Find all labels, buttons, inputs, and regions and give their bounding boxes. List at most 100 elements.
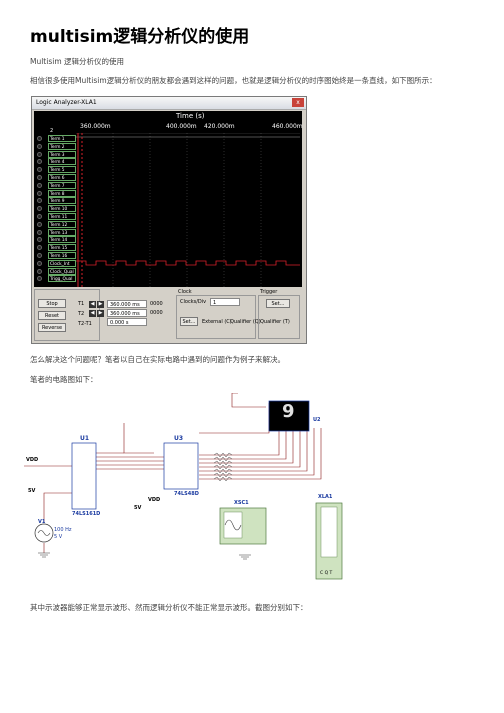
channel-radio[interactable] bbox=[37, 276, 42, 282]
question-paragraph: 怎么解决这个问题呢？笔者以自己在实际电路中遇到的问题作为例子来解决。 bbox=[30, 355, 285, 364]
closing-paragraph: 其中示波器能够正常显示波形、然而逻辑分析仪不能正常显示波形。截图分别如下： bbox=[30, 603, 308, 612]
channel-label: Term 8 bbox=[48, 189, 76, 197]
channel-radio[interactable] bbox=[37, 221, 42, 227]
supply-5v-label: 5V bbox=[134, 505, 142, 511]
channel-label: Term 14 bbox=[48, 236, 76, 244]
t2-code: 0000 bbox=[150, 310, 163, 316]
window-title: Logic Analyzer-XLA1 bbox=[36, 99, 97, 106]
channel-label: Term 12 bbox=[48, 220, 76, 228]
channel-label: Clock_Int bbox=[48, 259, 76, 267]
channel-radio[interactable] bbox=[37, 175, 42, 180]
channel-label: Term 5 bbox=[48, 166, 76, 174]
control-panel: Stop Reset Reverse T1 T2 T2-T1 ◀ ▶ ◀ ▶ 3… bbox=[34, 289, 302, 341]
t1-left-arrow-icon[interactable]: ◀ bbox=[89, 301, 96, 308]
channel-radio[interactable] bbox=[37, 159, 42, 165]
channel-radio[interactable] bbox=[37, 253, 42, 258]
vdd-label: VDD bbox=[26, 457, 39, 463]
page-title: multisim逻辑分析仪的使用 bbox=[30, 27, 250, 47]
external-label: External (C) bbox=[202, 319, 232, 325]
timing-plot bbox=[76, 133, 300, 287]
channel-label: Term 7 bbox=[48, 181, 76, 189]
t2-label: T2 bbox=[78, 311, 85, 317]
trigger-group bbox=[258, 295, 300, 339]
clocks-div-label: Clocks/Div bbox=[180, 299, 207, 305]
u1-part-label: 74LS161D bbox=[72, 511, 101, 517]
circuit-schematic bbox=[24, 392, 343, 580]
t2-value: 360.000 ms bbox=[107, 309, 147, 317]
clock-group-label: Clock bbox=[178, 289, 192, 295]
channel-label: Term 1 bbox=[48, 135, 76, 142]
u3-label: U3 bbox=[174, 435, 184, 442]
channel-label: Trigg_Qual bbox=[48, 275, 76, 283]
subtitle: Multisim 逻辑分析仪的使用 bbox=[30, 57, 125, 66]
channel-radio[interactable] bbox=[37, 143, 42, 149]
v1-amp-label: 5 V bbox=[54, 534, 63, 540]
u1-label: U1 bbox=[80, 435, 90, 442]
channel-label: Term 15 bbox=[48, 244, 76, 252]
clocks-div-input[interactable]: 1 bbox=[210, 298, 240, 306]
t2-left-arrow-icon[interactable]: ◀ bbox=[89, 310, 96, 317]
reset-button[interactable]: Reset bbox=[38, 311, 66, 320]
channel-radio[interactable] bbox=[37, 190, 42, 196]
channel-radio[interactable] bbox=[37, 268, 42, 274]
t1-right-arrow-icon[interactable]: ▶ bbox=[97, 301, 104, 308]
circuit-intro: 笔者的电路图如下： bbox=[30, 375, 98, 384]
t1-value: 360.000 ms bbox=[107, 300, 147, 308]
channel-radio[interactable] bbox=[37, 206, 42, 212]
trigger-set-button[interactable]: Set... bbox=[266, 299, 290, 308]
channel-label: Term 6 bbox=[48, 174, 76, 181]
circuit-diagram: U1 74LS161D U3 74LS48D U2 9 XSC1 XLA1 C … bbox=[24, 392, 354, 589]
clock-set-button[interactable]: Set... bbox=[180, 317, 198, 326]
display-digit: 9 bbox=[282, 401, 295, 422]
channel-label: Term 9 bbox=[48, 197, 76, 205]
channel-radio[interactable] bbox=[37, 182, 42, 188]
channel-radio[interactable] bbox=[37, 245, 42, 251]
trigger-qualifier-label: Qualifier (T) bbox=[260, 319, 290, 325]
u3-chip bbox=[163, 442, 199, 490]
t2t1-value: 0.000 s bbox=[107, 318, 147, 326]
window-titlebar: Logic Analyzer-XLA1 x bbox=[32, 97, 306, 110]
supply-5v-label: 5V bbox=[28, 488, 36, 494]
channel-label: Term 3 bbox=[48, 150, 76, 158]
t1-code: 0000 bbox=[150, 301, 163, 307]
channel-label: Term 11 bbox=[48, 213, 76, 220]
channel-radio[interactable] bbox=[37, 214, 42, 219]
trigger-group-label: Trigger bbox=[260, 289, 278, 295]
clock-group bbox=[176, 295, 256, 339]
xla1-cqt-label: C Q T bbox=[320, 571, 333, 576]
channel-label: Term 13 bbox=[48, 228, 76, 236]
t1-label: T1 bbox=[78, 301, 85, 307]
reverse-button[interactable]: Reverse bbox=[38, 323, 66, 332]
channel-radio[interactable] bbox=[37, 260, 42, 266]
tick-label: 360.000m bbox=[80, 123, 111, 130]
channel-label: Term 4 bbox=[48, 158, 76, 166]
close-icon[interactable]: x bbox=[292, 98, 304, 107]
intro-paragraph: 相信很多使用Multisim逻辑分析仪的朋友都会遇到这样的问题，也就是逻辑分析仪… bbox=[30, 76, 437, 85]
channel-radio[interactable] bbox=[37, 237, 42, 243]
t2t1-label: T2-T1 bbox=[78, 321, 92, 327]
first-channel-label: 2 bbox=[50, 128, 54, 134]
channel-label: Term 2 bbox=[48, 142, 76, 150]
channel-radio[interactable] bbox=[37, 167, 42, 173]
analyzer-screen: Time (s) 360.000m 400.000m 420.000m 460.… bbox=[34, 111, 303, 287]
tick-label: 460.000m bbox=[272, 123, 303, 130]
t2-right-arrow-icon[interactable]: ▶ bbox=[97, 310, 104, 317]
clock-qualifier-label: Qualifier (Q) bbox=[230, 319, 261, 325]
u1-chip bbox=[71, 442, 97, 510]
tick-label: 400.000m bbox=[166, 123, 197, 130]
channel-radio[interactable] bbox=[37, 136, 42, 141]
xsc1-label: XSC1 bbox=[234, 500, 249, 506]
u2-label: U2 bbox=[313, 417, 321, 423]
logic-analyzer-window: Logic Analyzer-XLA1 x Time (s) 360.000m … bbox=[31, 96, 307, 344]
channel-label: Term 10 bbox=[48, 205, 76, 213]
channel-radio[interactable] bbox=[37, 198, 42, 204]
channel-radio[interactable] bbox=[37, 229, 42, 235]
channel-label: Clock_Qual bbox=[48, 267, 76, 275]
time-header: Time (s) 360.000m 400.000m 420.000m 460.… bbox=[76, 111, 303, 133]
channel-radio[interactable] bbox=[37, 151, 42, 157]
channel-label: Term 16 bbox=[48, 252, 76, 259]
v1-label: V1 bbox=[38, 519, 46, 525]
time-label: Time (s) bbox=[176, 112, 205, 120]
tick-label: 420.000m bbox=[204, 123, 235, 130]
stop-button[interactable]: Stop bbox=[38, 299, 66, 308]
